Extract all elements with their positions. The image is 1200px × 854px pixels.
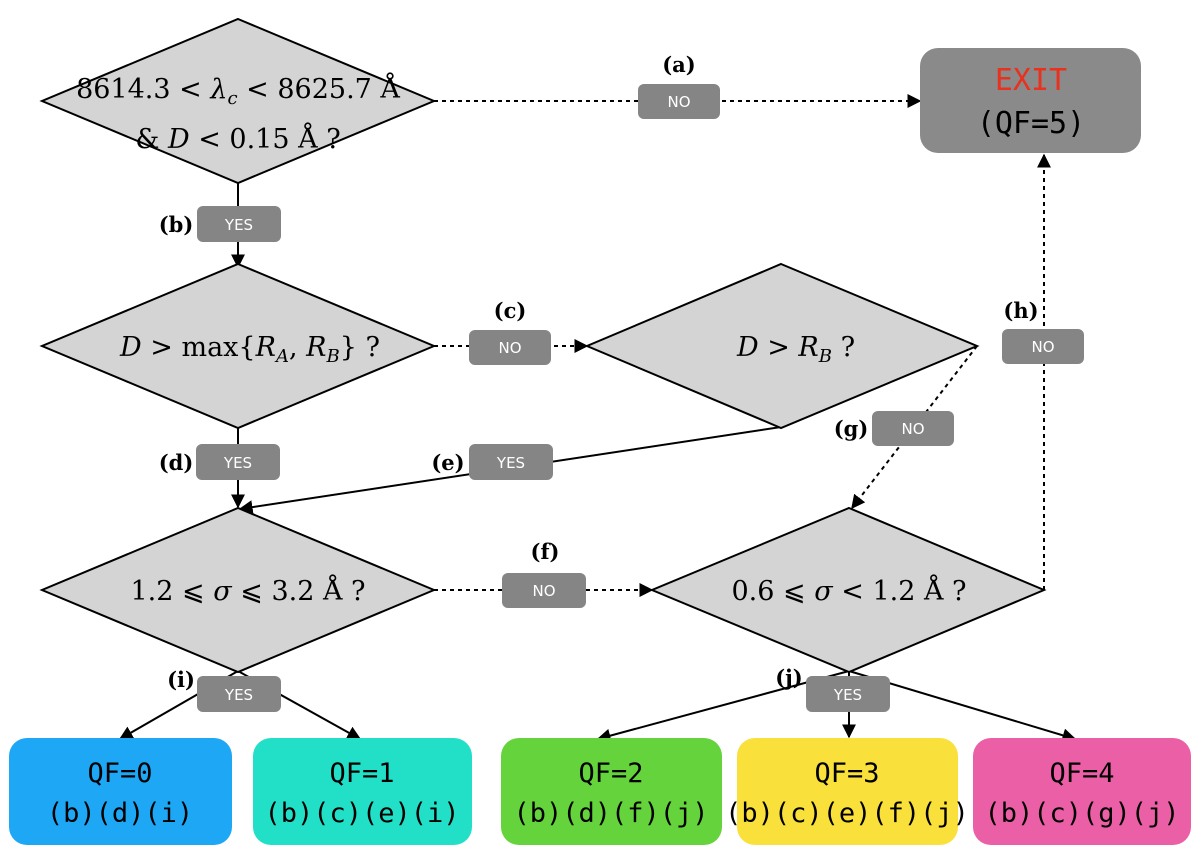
decision-text-line2: & D < 0.15 Å ?	[135, 122, 340, 155]
outcome-qf-label: QF=3	[814, 758, 879, 789]
decision-text: D > RB ?	[736, 332, 855, 367]
decision-sigma-broad: 1.2 ⩽ σ ⩽ 3.2 Å ?	[39, 506, 437, 674]
step-label-i: (i)	[167, 667, 195, 692]
svg-text:YES: YES	[224, 216, 253, 234]
decision-diamond	[649, 506, 1047, 674]
step-label-g: (g)	[834, 416, 869, 441]
step-label-a: (a)	[662, 52, 695, 77]
decision-wavelength-depth: 8614.3 < λc < 8625.7 Å & D < 0.15 Å ?	[39, 17, 437, 185]
svg-text:YES: YES	[224, 686, 253, 704]
outcome-qf-label: QF=2	[578, 758, 643, 789]
tag-a-no: NO	[638, 84, 720, 119]
tag-b-yes: YES	[197, 206, 281, 242]
tag-d-yes: YES	[196, 444, 280, 480]
step-label-d: (d)	[159, 450, 194, 475]
outcome-qf4: QF=4 (b)(c)(g)(j)	[973, 738, 1191, 845]
outcome-qf-label: QF=0	[87, 758, 152, 789]
step-label-j: (j)	[775, 665, 802, 690]
decision-diamond	[39, 506, 437, 674]
decision-diamond	[39, 17, 437, 185]
svg-text:NO: NO	[498, 339, 521, 357]
svg-text:NO: NO	[901, 420, 924, 438]
decision-text: D > max{RA, RB} ?	[119, 332, 380, 367]
svg-text:YES: YES	[833, 686, 862, 704]
outcome-qf2: QF=2 (b)(d)(f)(j)	[501, 738, 722, 845]
exit-label: EXIT	[995, 63, 1067, 98]
tag-h-no: NO	[1002, 329, 1084, 364]
outcome-qf1: QF=1 (b)(c)(e)(i)	[253, 738, 472, 845]
exit-qf-label: (QF=5)	[977, 106, 1085, 141]
outcome-path-label: (b)(d)(i)	[47, 798, 193, 829]
decision-text: 1.2 ⩽ σ ⩽ 3.2 Å ?	[130, 574, 365, 607]
outcome-path-label: (b)(c)(e)(i)	[264, 798, 459, 829]
decision-depth-rb: D > RB ?	[584, 262, 980, 430]
svg-text:NO: NO	[667, 93, 690, 111]
svg-text:NO: NO	[532, 582, 555, 600]
outcome-qf3: QF=3 (b)(c)(e)(f)(j)	[725, 738, 969, 845]
decision-depth-max-r: D > max{RA, RB} ?	[39, 262, 437, 430]
step-label-c: (c)	[494, 298, 527, 323]
tag-f-no: NO	[502, 573, 586, 608]
edge-g-no	[851, 345, 978, 510]
decision-sigma-narrow: 0.6 ⩽ σ < 1.2 Å ?	[649, 506, 1047, 674]
step-label-b: (b)	[159, 212, 194, 237]
decision-text-line1: 8614.3 < λc < 8625.7 Å	[76, 72, 400, 109]
step-label-e: (e)	[431, 450, 464, 475]
tag-c-no: NO	[469, 330, 551, 365]
decision-diamond	[39, 262, 437, 430]
step-label-f: (f)	[531, 539, 560, 564]
outcome-qf-label: QF=4	[1049, 758, 1114, 789]
outcome-qf0: QF=0 (b)(d)(i)	[9, 738, 232, 845]
tag-j-yes: YES	[806, 676, 890, 712]
svg-text:NO: NO	[1031, 338, 1054, 356]
outcome-path-label: (b)(c)(g)(j)	[984, 798, 1179, 829]
tag-g-no: NO	[872, 411, 954, 446]
svg-text:YES: YES	[496, 454, 525, 472]
outcome-path-label: (b)(d)(f)(j)	[513, 798, 708, 829]
decision-diamond	[584, 262, 980, 430]
decision-text: 0.6 ⩽ σ < 1.2 Å ?	[731, 574, 966, 607]
exit-box: EXIT (QF=5)	[920, 48, 1141, 153]
tag-e-yes: YES	[469, 444, 553, 480]
svg-text:YES: YES	[223, 454, 252, 472]
step-label-h: (h)	[1003, 298, 1038, 323]
tag-i-yes: YES	[197, 676, 281, 712]
outcome-qf-label: QF=1	[329, 758, 394, 789]
outcome-path-label: (b)(c)(e)(f)(j)	[725, 798, 969, 829]
